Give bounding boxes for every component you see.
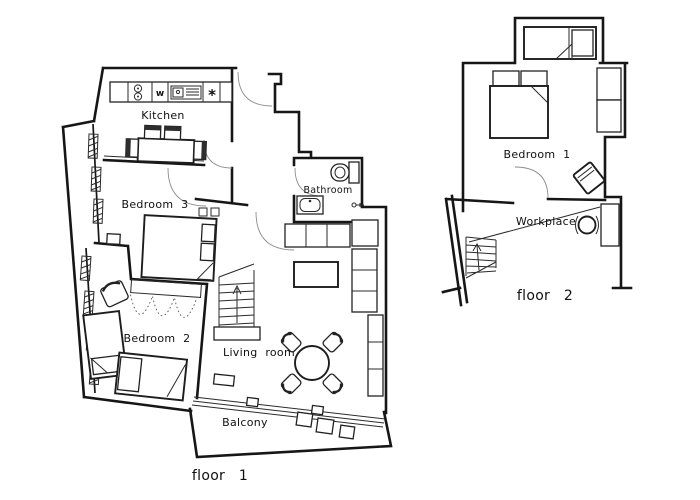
floor1-walls xyxy=(61,66,393,459)
balcony-chair xyxy=(315,417,335,435)
workplace-floor-edge xyxy=(468,206,601,243)
washer-symbol: w xyxy=(156,89,164,99)
planter-box xyxy=(212,373,236,387)
closet xyxy=(596,67,622,133)
window-icon xyxy=(79,255,92,282)
floor1-plan: w * Kitchen xyxy=(61,66,393,484)
coffee-table xyxy=(293,261,339,288)
dining-chair xyxy=(278,371,304,397)
balcony-chair xyxy=(295,411,314,428)
bedroom3-label: Bedroom 3 xyxy=(122,198,189,211)
floor2-walls xyxy=(441,16,633,307)
sink-icon xyxy=(170,85,202,100)
bedroom1-double-bed xyxy=(489,70,549,139)
hall-shelf xyxy=(198,207,220,217)
workplace-label: Workplace xyxy=(516,215,576,228)
bedroom1-door-arc xyxy=(514,166,549,199)
bedroom2-chair xyxy=(100,280,129,308)
cooker-symbol: * xyxy=(208,86,216,104)
slider-frame xyxy=(245,396,260,408)
kitchen-door-arc xyxy=(203,139,233,169)
toilet-icon xyxy=(330,161,360,184)
bedroom2-area: Bedroom 2 xyxy=(82,279,202,402)
floor2-plan: Bedroom 1 Workplace floor 2 xyxy=(441,16,633,307)
bedroom2-bed-left xyxy=(82,309,128,381)
dining-table xyxy=(278,329,346,397)
balcony-label: Balcony xyxy=(222,416,268,429)
dining-chair xyxy=(320,329,346,355)
bedroom2-label: Bedroom 2 xyxy=(124,332,191,345)
bathroom-area: Bathroom xyxy=(296,161,364,215)
kitchen-table xyxy=(125,124,207,165)
livingroom-door-arc xyxy=(255,211,295,251)
floor2-caption: floor 2 xyxy=(517,288,573,304)
livingroom-label: Living room xyxy=(223,346,295,359)
bedroom3-bed xyxy=(140,214,218,282)
bathroom-sink-icon xyxy=(296,195,324,215)
balcony-area: Balcony xyxy=(191,373,386,440)
stove-icon xyxy=(133,84,143,101)
sliding-door xyxy=(191,396,386,428)
bedroom1-chair xyxy=(572,161,606,195)
door-handle-icon xyxy=(351,202,364,208)
staircase-floor2 xyxy=(465,236,497,279)
balcony-chair xyxy=(338,424,356,440)
kitchen-area: w * Kitchen xyxy=(109,81,233,165)
bedroom2-bed-bottom xyxy=(114,351,189,402)
staircase-floor1 xyxy=(213,263,261,341)
kitchen-label: Kitchen xyxy=(141,109,184,122)
bathroom-label: Bathroom xyxy=(303,185,352,196)
wardrobe-curtain xyxy=(130,279,202,318)
dining-chair xyxy=(320,371,346,397)
alcove-single-bed xyxy=(523,26,597,60)
desk xyxy=(600,203,620,247)
bedroom3-door-arc xyxy=(167,167,207,207)
bedroom1-area: Bedroom 1 xyxy=(489,26,622,195)
bedroom1-label: Bedroom 1 xyxy=(504,148,571,161)
livingroom-area: Living room xyxy=(213,219,384,397)
wall-cabinet xyxy=(367,314,384,397)
office-chair xyxy=(575,215,599,235)
bedroom3-area: Bedroom 3 xyxy=(106,198,218,282)
entrance-door-arc xyxy=(237,71,273,107)
slider-frame xyxy=(310,404,325,416)
workplace-area: Workplace xyxy=(465,203,620,279)
floor1-caption: floor 1 xyxy=(192,468,248,484)
kitchen-counter: w * xyxy=(109,81,233,104)
sofa xyxy=(284,219,379,313)
nightstand xyxy=(106,233,121,246)
